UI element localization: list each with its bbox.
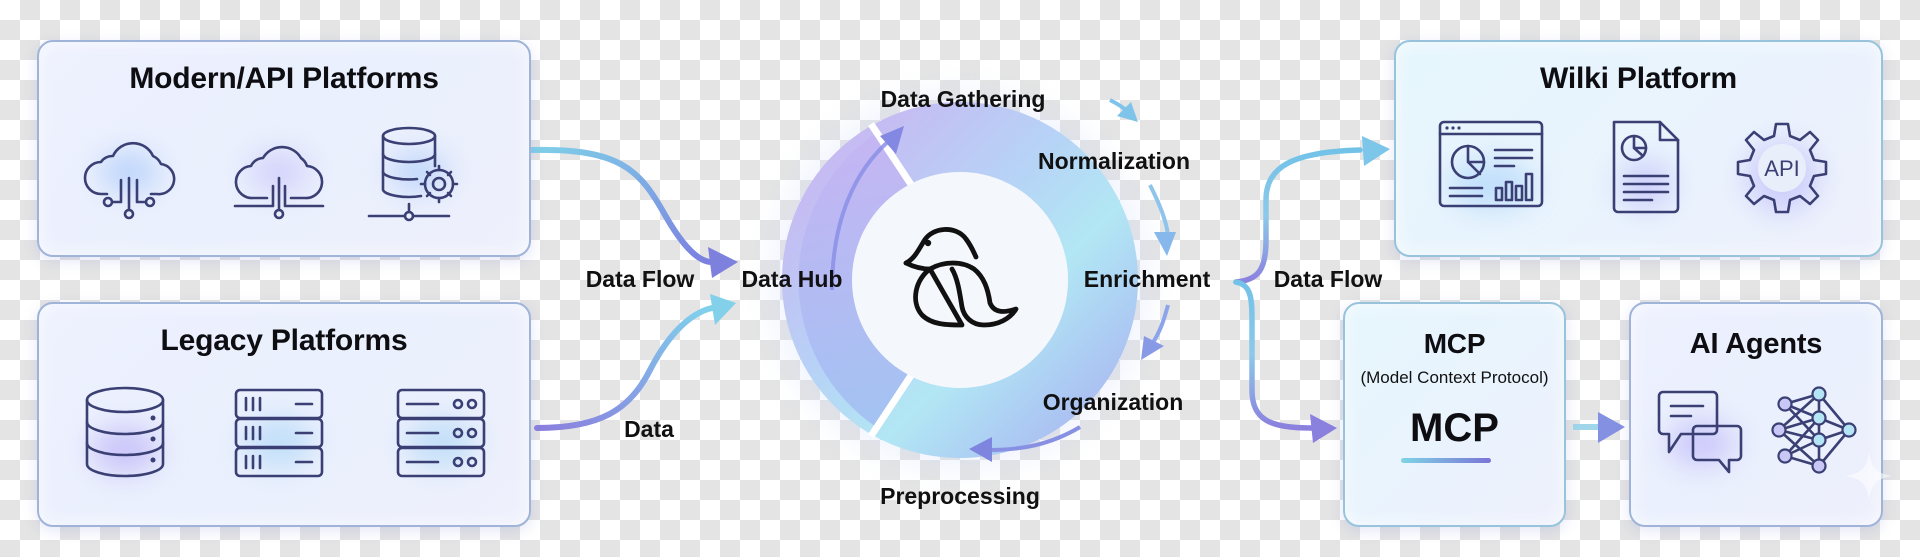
data-hub-label: Data Hub [741, 266, 843, 292]
modern-api-platforms-panel: Modern/API Platforms [37, 40, 531, 257]
right-data-flow-label: Data Flow [1273, 266, 1383, 292]
mcp-underline [1401, 458, 1491, 463]
server-rack-icon [234, 388, 324, 478]
server-storage-icon [396, 388, 486, 478]
neural-network-icon [1771, 386, 1857, 474]
sparkle-icon [1845, 452, 1893, 500]
stage-enrichment: Enrichment [1083, 266, 1211, 292]
database-icon [83, 386, 167, 482]
ai-agents-title: AI Agents [1689, 328, 1823, 360]
left-data-label: Data [624, 416, 674, 442]
arrow-hub-branch [1233, 136, 1390, 443]
cloud-network-icon [79, 122, 179, 222]
bird-logo-icon [900, 223, 1020, 333]
stage-normalization: Normalization [1037, 148, 1191, 174]
database-settings-icon [367, 122, 469, 222]
mcp-logo-text: MCP [1410, 406, 1499, 450]
mcp-panel: MCP (Model Context Protocol) MCP [1343, 302, 1566, 527]
api-gear-icon: API [1736, 122, 1828, 214]
legacy-platforms-title: Legacy Platforms [160, 324, 408, 357]
mcp-subtitle: (Model Context Protocol) [1360, 368, 1549, 387]
wilki-platform-panel: Wilki Platform API [1394, 40, 1883, 257]
legacy-platforms-panel: Legacy Platforms [37, 302, 531, 527]
dashboard-icon [1438, 120, 1544, 210]
hub-ring [782, 98, 1176, 462]
chat-bubbles-icon [1657, 390, 1745, 474]
left-data-flow-label: Data Flow [585, 266, 695, 292]
mcp-title: MCP [1423, 328, 1486, 359]
arrow-legacy-to-hub [534, 294, 736, 431]
api-gear-label: API [1764, 156, 1799, 181]
data-hub [740, 60, 1180, 500]
stage-organization: Organization [1042, 389, 1184, 415]
arrow-mcp-to-agents [1573, 412, 1625, 443]
cloud-connection-icon [229, 122, 329, 222]
wilki-platform-title: Wilki Platform [1540, 62, 1737, 95]
report-document-icon [1610, 120, 1682, 214]
arrow-modern-to-hub [529, 146, 738, 278]
stage-preprocessing: Preprocessing [880, 483, 1040, 509]
modern-api-platforms-title: Modern/API Platforms [129, 62, 439, 95]
stage-data-gathering: Data Gathering [880, 86, 1046, 112]
ai-agents-panel: AI Agents [1629, 302, 1893, 527]
